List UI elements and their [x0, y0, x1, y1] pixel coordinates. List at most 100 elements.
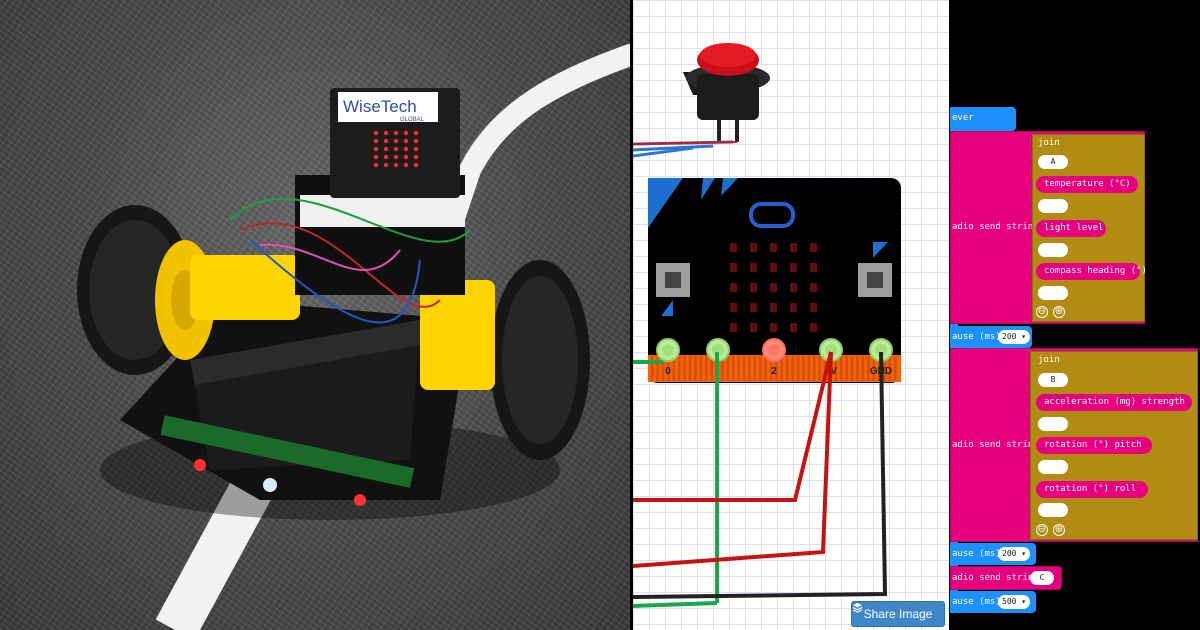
- edge-tooth: [894, 356, 897, 381]
- simulator-led: [790, 323, 797, 332]
- simulator-led: [750, 283, 757, 292]
- layers-icon: [852, 602, 863, 613]
- simulator-led: [770, 243, 777, 252]
- photo-led: [413, 130, 419, 136]
- plus-icon[interactable]: ⊕: [1053, 524, 1065, 536]
- pin-plain[interactable]: [706, 338, 730, 362]
- edge-tooth: [742, 356, 746, 381]
- pin-label: 2: [771, 366, 777, 377]
- board-brand-text: WiseTech: [343, 97, 417, 116]
- pause-value-2[interactable]: 200 ▾: [998, 547, 1031, 561]
- push-button-component[interactable]: [683, 43, 770, 142]
- photo-led: [373, 138, 379, 144]
- empty-slot[interactable]: [1038, 243, 1068, 257]
- plus-icon[interactable]: ⊕: [1053, 306, 1065, 318]
- button-a[interactable]: [656, 263, 690, 297]
- edge-tooth: [699, 356, 703, 381]
- radio-send-string-label-1: adio send string: [952, 222, 1039, 232]
- photo-led: [373, 130, 379, 136]
- string-slot-a[interactable]: A: [1038, 155, 1068, 169]
- radio-send-string-label-2: adio send string: [952, 440, 1039, 450]
- photo-led: [393, 146, 399, 152]
- simulator-led: [810, 263, 817, 272]
- photo-led: [393, 138, 399, 144]
- share-image-label: Share Image: [863, 607, 933, 621]
- pin-2[interactable]: 2: [762, 338, 786, 377]
- edge-tooth: [834, 356, 838, 381]
- pause-value-3[interactable]: 500 ▾: [998, 595, 1031, 609]
- photo-led: [383, 154, 389, 160]
- simulator-led-grid: [730, 243, 817, 332]
- empty-slot[interactable]: [1038, 503, 1068, 517]
- rotation-pitch-block[interactable]: rotation (°) pitch: [1036, 437, 1152, 454]
- join-label-1: join: [1038, 138, 1060, 148]
- edge-tooth: [694, 356, 697, 381]
- photo-led: [393, 130, 399, 136]
- photo-led: [403, 146, 409, 152]
- photo-led: [413, 146, 419, 152]
- empty-slot[interactable]: [1038, 417, 1068, 431]
- simulator-led: [730, 323, 737, 332]
- led-matrix: [373, 130, 419, 168]
- edge-tooth: [667, 356, 670, 381]
- edge-tooth: [861, 356, 865, 381]
- pin-0[interactable]: 0: [656, 338, 680, 377]
- edge-tooth: [877, 356, 881, 381]
- compass-heading-block[interactable]: compass heading (°): [1036, 263, 1147, 280]
- edge-tooth: [732, 356, 735, 381]
- edge-tooth: [872, 356, 875, 381]
- edge-tooth: [802, 356, 805, 381]
- simulator-led: [750, 243, 757, 252]
- photo-led: [403, 154, 409, 160]
- photo-led: [393, 162, 399, 168]
- pause-label-3: ause (ms): [952, 597, 1001, 607]
- photo-led: [373, 162, 379, 168]
- empty-slot[interactable]: [1038, 286, 1068, 300]
- simulator-led: [770, 323, 777, 332]
- minus-icon[interactable]: ⊖: [1036, 306, 1048, 318]
- simulator-led: [730, 243, 737, 252]
- pause-value-1[interactable]: 200 ▾: [998, 330, 1031, 344]
- photo-led: [373, 146, 379, 152]
- edge-tooth: [807, 356, 811, 381]
- simulator-led: [770, 283, 777, 292]
- simulator-led: [790, 303, 797, 312]
- photo-led: [383, 162, 389, 168]
- edge-tooth: [775, 356, 778, 381]
- radio-send-string-label-c: adio send string: [952, 573, 1039, 583]
- forever-block[interactable]: ever: [950, 107, 1016, 131]
- simulator-led: [750, 323, 757, 332]
- robot-illustration: WiseTech GLOBAL: [77, 44, 630, 630]
- forever-label: ever: [952, 113, 974, 123]
- string-slot-c[interactable]: C: [1030, 571, 1054, 585]
- edge-tooth: [883, 356, 886, 381]
- temperature-block[interactable]: temperature (°C): [1036, 176, 1138, 193]
- acceleration-block[interactable]: acceleration (mg) strength: [1036, 394, 1192, 411]
- string-slot-b[interactable]: B: [1038, 373, 1068, 387]
- edge-tooth: [867, 356, 870, 381]
- share-image-button[interactable]: Share Image: [851, 601, 945, 627]
- edge-tooth: [656, 356, 659, 381]
- rotation-roll-block[interactable]: rotation (°) roll: [1036, 481, 1148, 498]
- button-b[interactable]: [858, 263, 892, 297]
- simulator-led: [730, 283, 737, 292]
- edge-tooth: [705, 356, 708, 381]
- simulator-led: [790, 243, 797, 252]
- empty-slot[interactable]: [1038, 199, 1068, 213]
- simulator-led: [790, 263, 797, 272]
- edge-tooth: [753, 356, 757, 381]
- photo-led: [403, 162, 409, 168]
- edge-tooth: [791, 356, 794, 381]
- empty-slot[interactable]: [1038, 460, 1068, 474]
- edge-tooth: [748, 356, 751, 381]
- radio-send-string-c-block[interactable]: [950, 566, 1062, 590]
- code-editor-panel: ever adio send string join A temperature…: [950, 0, 1200, 630]
- light-level-block[interactable]: light level: [1036, 220, 1106, 237]
- edge-tooth: [813, 356, 816, 381]
- simulator-led: [810, 303, 817, 312]
- edge-tooth: [840, 356, 843, 381]
- simulator-led: [770, 303, 777, 312]
- simulator-led: [730, 303, 737, 312]
- pause-label-1: ause (ms): [952, 332, 1001, 342]
- minus-icon[interactable]: ⊖: [1036, 524, 1048, 536]
